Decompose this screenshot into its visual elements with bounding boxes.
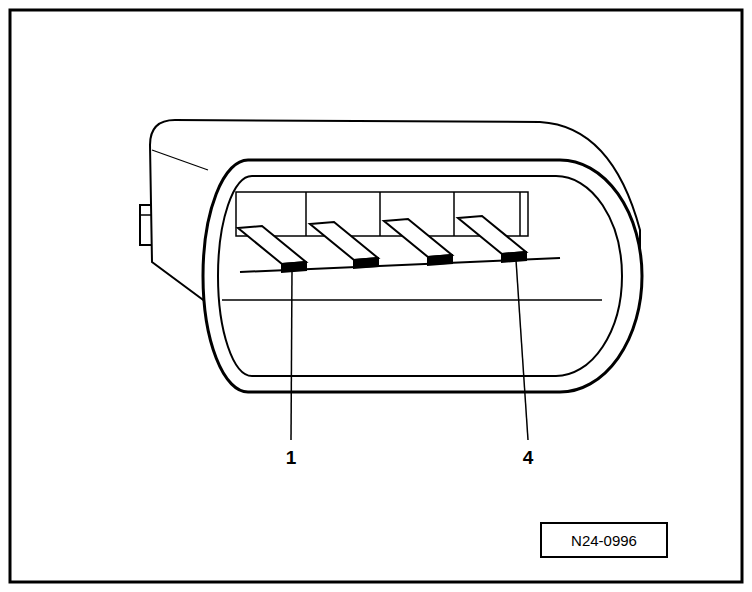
callout-number: 4 bbox=[523, 448, 534, 467]
pin-blade bbox=[384, 219, 452, 257]
housing-opening bbox=[218, 176, 622, 376]
pin-blade bbox=[310, 222, 378, 260]
reference-number: N24-0996 bbox=[571, 532, 637, 549]
pin-tip bbox=[282, 262, 306, 272]
cavity-divider bbox=[453, 192, 455, 236]
pin-tip bbox=[502, 252, 526, 262]
leader-line bbox=[516, 260, 528, 440]
pin-tip bbox=[354, 258, 378, 268]
pin-blades bbox=[238, 216, 526, 272]
reference-box: N24-0996 bbox=[540, 522, 668, 558]
pin-blade bbox=[238, 226, 306, 264]
cavity-divider bbox=[305, 192, 307, 236]
frame bbox=[10, 10, 742, 582]
housing-face bbox=[203, 160, 642, 392]
leader-line bbox=[291, 270, 292, 440]
floor-edge bbox=[222, 299, 602, 301]
housing-edge bbox=[152, 150, 208, 170]
pin-blade bbox=[458, 216, 526, 254]
pin-tip bbox=[428, 255, 452, 265]
cavity-divider bbox=[519, 192, 521, 236]
cavity-divider bbox=[379, 192, 381, 236]
callout-number: 1 bbox=[286, 448, 297, 467]
